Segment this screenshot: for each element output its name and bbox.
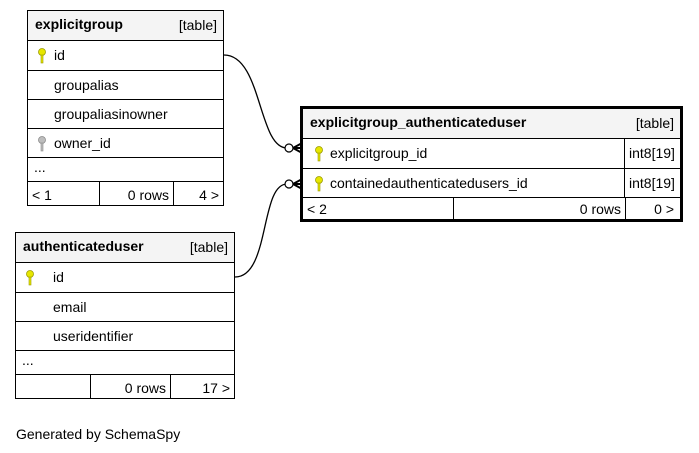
column-row[interactable]: groupaliasinowner [28, 99, 223, 128]
table-footer: < 2 0 rows 0 > [303, 197, 680, 219]
row-count: 0 rows [99, 182, 173, 205]
table-authenticateduser[interactable]: authenticateduser [table] id email useri… [15, 232, 235, 399]
table-kind: [table] [178, 17, 217, 33]
column-name: id [54, 47, 65, 63]
table-kind: [table] [635, 115, 674, 131]
table-name: explicitgroup [35, 16, 123, 32]
column-row[interactable]: explicitgroup_id int8[19] [303, 138, 680, 168]
column-row[interactable]: id [16, 262, 234, 292]
column-name: groupalias [54, 77, 119, 93]
row-count: 0 rows [90, 375, 170, 398]
children-count[interactable]: 0 > [625, 198, 680, 219]
column-name: explicitgroup_id [330, 145, 428, 161]
parents-count[interactable]: < 1 [32, 187, 52, 203]
column-row[interactable]: containedauthenticatedusers_id int8[19] [303, 168, 680, 197]
column-row[interactable]: groupalias [28, 70, 223, 99]
column-name: id [53, 269, 64, 285]
column-row[interactable]: id [28, 40, 223, 70]
edge-end-circle [284, 143, 294, 153]
edge-authenticateduser-to-join [234, 183, 288, 278]
table-explicitgroup-authenticateduser[interactable]: explicitgroup_authenticateduser [table] … [300, 106, 683, 222]
column-name: useridentifier [53, 328, 134, 344]
column-name: owner_id [54, 135, 111, 151]
table-kind: [table] [189, 239, 228, 255]
primary-key-icon [38, 48, 46, 64]
ellipsis: ... [22, 352, 34, 368]
foreign-key-icon [38, 136, 46, 152]
generated-by-caption: Generated by SchemaSpy [16, 426, 181, 442]
more-columns-row: ... [28, 157, 223, 181]
edge-end-circle [284, 179, 294, 189]
table-header: explicitgroup [table] [28, 11, 223, 40]
column-row[interactable]: owner_id [28, 128, 223, 157]
ellipsis: ... [34, 159, 46, 175]
table-footer: < 1 0 rows 4 > [28, 181, 223, 205]
table-name: authenticateduser [23, 238, 144, 254]
column-name: email [53, 299, 87, 315]
table-name: explicitgroup_authenticateduser [310, 114, 527, 130]
parents-count[interactable] [20, 375, 90, 398]
primary-key-icon [315, 146, 323, 162]
parents-count[interactable]: < 2 [307, 201, 327, 217]
column-type: int8[19] [624, 139, 680, 168]
edge-explicitgroup-to-join [223, 54, 288, 149]
more-columns-row: ... [16, 350, 234, 374]
column-name: containedauthenticatedusers_id [330, 175, 528, 191]
primary-key-icon [26, 270, 34, 286]
children-count[interactable]: 17 > [170, 375, 234, 398]
children-count[interactable]: 4 > [173, 182, 223, 205]
table-header: explicitgroup_authenticateduser [table] [303, 109, 680, 138]
column-row[interactable]: useridentifier [16, 321, 234, 350]
column-name: groupaliasinowner [54, 106, 168, 122]
column-row[interactable]: email [16, 292, 234, 321]
column-type: int8[19] [624, 169, 680, 197]
row-count: 0 rows [453, 198, 625, 219]
table-footer: 0 rows 17 > [16, 374, 234, 398]
table-explicitgroup[interactable]: explicitgroup [table] id groupalias grou… [27, 10, 224, 206]
table-header: authenticateduser [table] [16, 233, 234, 262]
primary-key-icon [315, 176, 323, 192]
